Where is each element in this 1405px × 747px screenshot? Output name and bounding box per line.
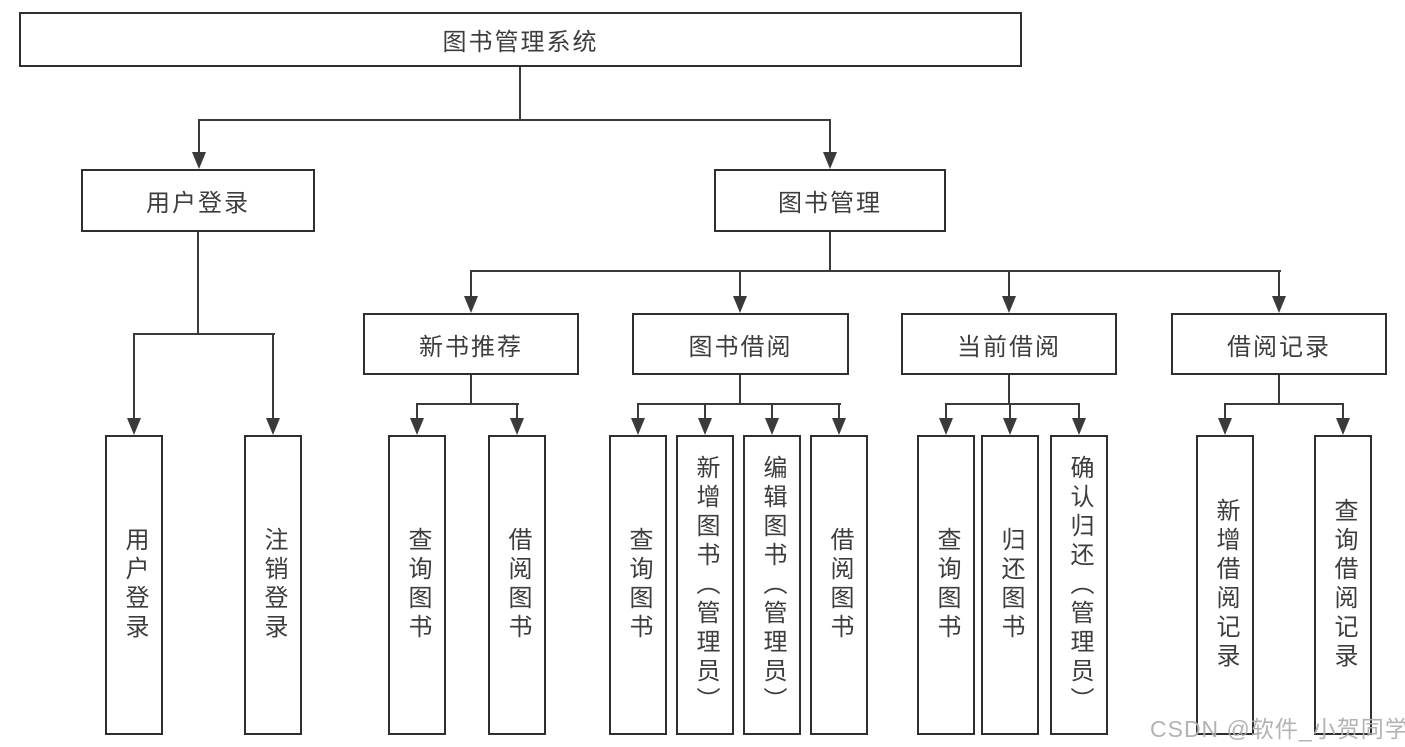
connector-records-hline <box>1224 403 1344 405</box>
connector-arrow-stem-bor1 <box>637 403 639 419</box>
csdn-watermark: CSDN @软件_小贺同学 <box>1150 716 1405 742</box>
arrowhead-recd-add-icon <box>1218 418 1232 435</box>
connector-recommend-stem <box>470 375 472 405</box>
arrowhead-recd-query-icon <box>1336 418 1350 435</box>
connector-arrow-stem-leaf-login <box>133 333 135 419</box>
leaf-query-books-current: 查询图书 <box>917 435 975 735</box>
connector-arrow-stem-bor4 <box>838 403 840 419</box>
node-root-library-system: 图书管理系统 <box>19 12 1022 67</box>
connector-bookmgmt-hline <box>470 270 1281 272</box>
arrowhead-recommend-icon <box>464 296 478 313</box>
arrowhead-user-login-icon <box>192 152 206 169</box>
leaf-borrow-books-recommend: 借阅图书 <box>488 435 546 735</box>
connector-records-stem <box>1278 375 1280 405</box>
arrowhead-rec-borrow-icon <box>510 418 524 435</box>
leaf-user-login: 用户登录 <box>105 435 163 735</box>
connector-arrow-stem-book-mgmt <box>829 119 831 153</box>
connector-arrow-stem-cur2 <box>1009 403 1011 419</box>
connector-borrowing-stem <box>739 375 741 405</box>
arrowhead-current-icon <box>1002 296 1016 313</box>
connector-current-stem <box>1008 375 1010 405</box>
connector-arrow-stem-rec1 <box>416 403 418 419</box>
node-book-borrowing: 图书借阅 <box>632 313 849 375</box>
node-borrowing-records: 借阅记录 <box>1171 313 1387 375</box>
leaf-logout: 注销登录 <box>244 435 302 735</box>
arrowhead-leaf-login-icon <box>127 418 141 435</box>
arrowhead-borrowing-icon <box>733 296 747 313</box>
connector-userlogin-hline <box>133 333 275 335</box>
leaf-edit-book-admin: 编辑图书（管理员） <box>743 435 801 735</box>
connector-arrow-stem-cur3 <box>1078 403 1080 419</box>
connector-arrow-stem-cur1 <box>945 403 947 419</box>
arrowhead-book-mgmt-icon <box>823 152 837 169</box>
arrowhead-bor-borrow-icon <box>832 418 846 435</box>
connector-arrow-stem-rec2 <box>516 403 518 419</box>
connector-arrow-stem-records <box>1278 270 1280 297</box>
leaf-query-books-borrowing: 查询图书 <box>609 435 667 735</box>
connector-arrow-stem-leaf-logout <box>272 333 274 419</box>
arrowhead-bor-edit-icon <box>765 418 779 435</box>
node-new-book-recommend: 新书推荐 <box>363 313 579 375</box>
node-user-login: 用户登录 <box>81 169 315 232</box>
connector-arrow-stem-recd2 <box>1342 403 1344 419</box>
arrowhead-cur-query-icon <box>939 418 953 435</box>
connector-arrow-stem-current <box>1008 270 1010 297</box>
connector-arrow-stem-recommend <box>470 270 472 297</box>
connector-bookmgmt-stem <box>829 232 831 272</box>
arrowhead-rec-query-icon <box>410 418 424 435</box>
arrowhead-records-icon <box>1272 296 1286 313</box>
connector-arrow-stem-bor2 <box>704 403 706 419</box>
leaf-confirm-return-admin: 确认归还（管理员） <box>1050 435 1108 735</box>
arrowhead-cur-confirm-icon <box>1072 418 1086 435</box>
connector-arrow-stem-user-login <box>198 119 200 153</box>
connector-userlogin-stem <box>197 232 199 335</box>
arrowhead-leaf-logout-icon <box>266 418 280 435</box>
node-book-management: 图书管理 <box>714 169 946 232</box>
connector-arrow-stem-bor3 <box>771 403 773 419</box>
leaf-query-borrow-record: 查询借阅记录 <box>1314 435 1372 735</box>
arrowhead-bor-add-icon <box>698 418 712 435</box>
leaf-add-borrow-record: 新增借阅记录 <box>1196 435 1254 735</box>
connector-borrowing-hline <box>637 403 841 405</box>
arrowhead-bor-query-icon <box>631 418 645 435</box>
arrowhead-cur-return-icon <box>1003 418 1017 435</box>
leaf-return-books: 归还图书 <box>981 435 1039 735</box>
node-current-borrowing: 当前借阅 <box>901 313 1117 375</box>
connector-root-stem <box>519 67 521 121</box>
connector-arrow-stem-borrowing <box>739 270 741 297</box>
connector-arrow-stem-recd1 <box>1224 403 1226 419</box>
connector-recommend-hline <box>416 403 519 405</box>
leaf-query-books-recommend: 查询图书 <box>388 435 446 735</box>
leaf-borrow-books-borrowing: 借阅图书 <box>810 435 868 735</box>
connector-root-hline <box>198 119 831 121</box>
leaf-add-book-admin: 新增图书（管理员） <box>676 435 734 735</box>
connector-current-hline <box>945 403 1080 405</box>
